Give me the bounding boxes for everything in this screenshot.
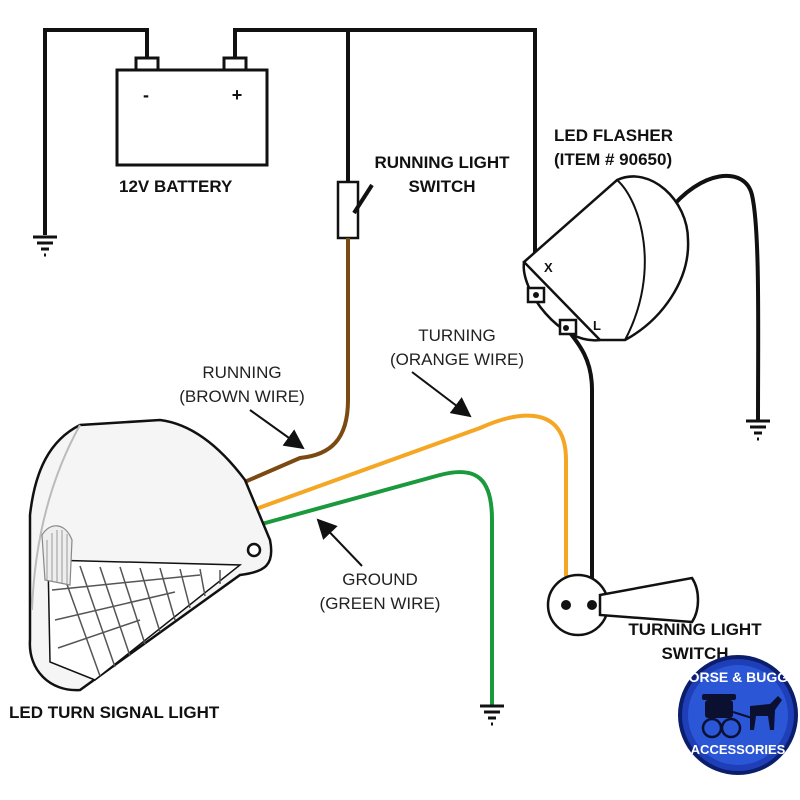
- flasher-label-line1: LED FLASHER: [554, 126, 673, 145]
- horse-buggy-logo: HORSE & BUGGY ACCESSORIES: [678, 655, 798, 775]
- battery: - +: [115, 56, 269, 167]
- green-wire: [257, 470, 494, 705]
- turning-wire-label-line1: TURNING: [418, 326, 495, 345]
- led-flasher: X L: [522, 175, 690, 342]
- ground-wire-label-line2: (GREEN WIRE): [320, 594, 441, 613]
- battery-label: 12V BATTERY: [119, 177, 233, 196]
- turning-wire-label-line2: (ORANGE WIRE): [390, 350, 524, 369]
- turning-switch-label-line2: SWITCH: [661, 644, 728, 663]
- battery-positive-label: +: [232, 85, 243, 105]
- running-switch-label-line1: RUNNING LIGHT: [374, 153, 510, 172]
- brown-wire: [239, 238, 350, 486]
- flasher-ground-wire: [666, 173, 761, 421]
- running-light-switch: [336, 180, 374, 240]
- ground-wire-label-line1: GROUND: [342, 570, 418, 589]
- battery-negative-label: -: [143, 85, 149, 105]
- flasher-x-label: X: [544, 260, 553, 275]
- logo-bottom-text: ACCESSORIES: [691, 742, 786, 757]
- logo-top-text: HORSE & BUGGY: [678, 669, 798, 685]
- turning-light-switch: [546, 573, 700, 637]
- flasher-to-turn-switch-wire: [564, 326, 594, 600]
- running-switch-label-line2: SWITCH: [408, 177, 475, 196]
- flasher-l-label: L: [593, 318, 601, 333]
- ground-symbol-battery: [33, 235, 57, 257]
- turning-switch-label-line1: TURNING LIGHT: [628, 620, 762, 639]
- orange-wire: [252, 413, 568, 605]
- battery-positive-wire: [233, 28, 537, 255]
- flasher-label-line2: (ITEM # 90650): [554, 150, 672, 169]
- ground-symbol-flasher: [746, 419, 770, 441]
- running-wire-label-line1: RUNNING: [202, 363, 281, 382]
- running-wire-label-line2: (BROWN WIRE): [179, 387, 305, 406]
- ground-wire-arrow: [316, 518, 363, 567]
- turn-signal-label: LED TURN SIGNAL LIGHT: [9, 703, 220, 722]
- turning-wire-arrow: [411, 371, 472, 418]
- ground-symbol-green: [480, 704, 504, 726]
- running-wire-arrow: [249, 409, 305, 450]
- led-turn-signal-light: [28, 418, 273, 692]
- battery-negative-wire: [43, 28, 149, 235]
